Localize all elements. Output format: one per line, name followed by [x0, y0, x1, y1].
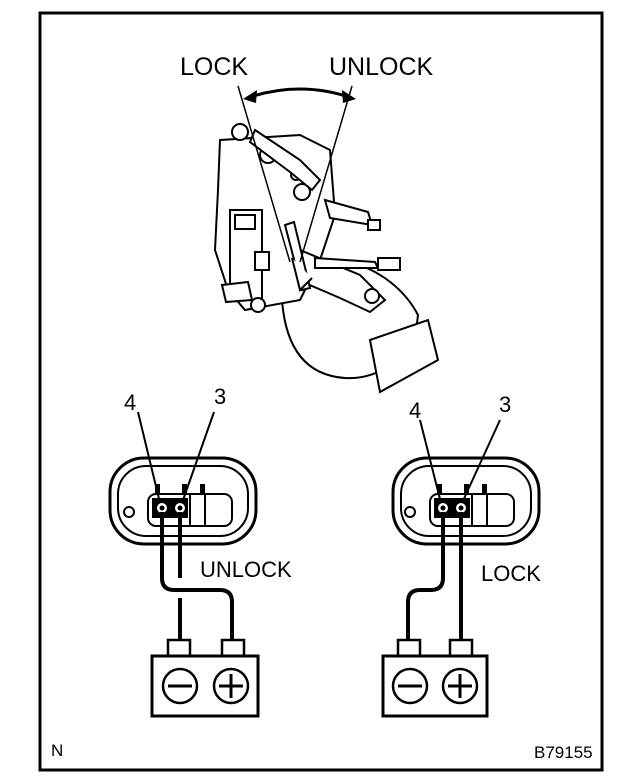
right-connector [391, 456, 541, 546]
left-wire-pin4-to-plus [160, 512, 234, 640]
figure-code: B79155 [534, 743, 593, 762]
lock-actuator-illustration [213, 123, 440, 394]
lock-leader-line [237, 85, 291, 263]
lock-label-top: LOCK [180, 53, 248, 81]
left-pin3-leader [181, 411, 215, 504]
corner-mark: N [51, 741, 63, 760]
right-battery [381, 638, 489, 718]
right-wire-pin4-to-minus [406, 512, 445, 640]
right-pin4-leader [419, 419, 442, 504]
figure-frame [38, 11, 604, 772]
left-battery [150, 638, 260, 718]
left-pin4-leader [137, 411, 161, 504]
right-pin3-leader [461, 419, 501, 504]
right-pin3-label: 3 [499, 392, 511, 417]
unlock-leader-line [299, 85, 353, 263]
unlock-label-top: UNLOCK [329, 53, 434, 81]
left-pin4-label: 4 [124, 390, 136, 415]
arrow-head-left [243, 90, 257, 103]
lock-unlock-swing-arrow [246, 87, 353, 100]
right-state-label: LOCK [481, 561, 541, 586]
left-state-label: UNLOCK [200, 557, 292, 582]
right-pin4-label: 4 [409, 398, 421, 423]
left-pin3-label: 3 [214, 384, 226, 409]
